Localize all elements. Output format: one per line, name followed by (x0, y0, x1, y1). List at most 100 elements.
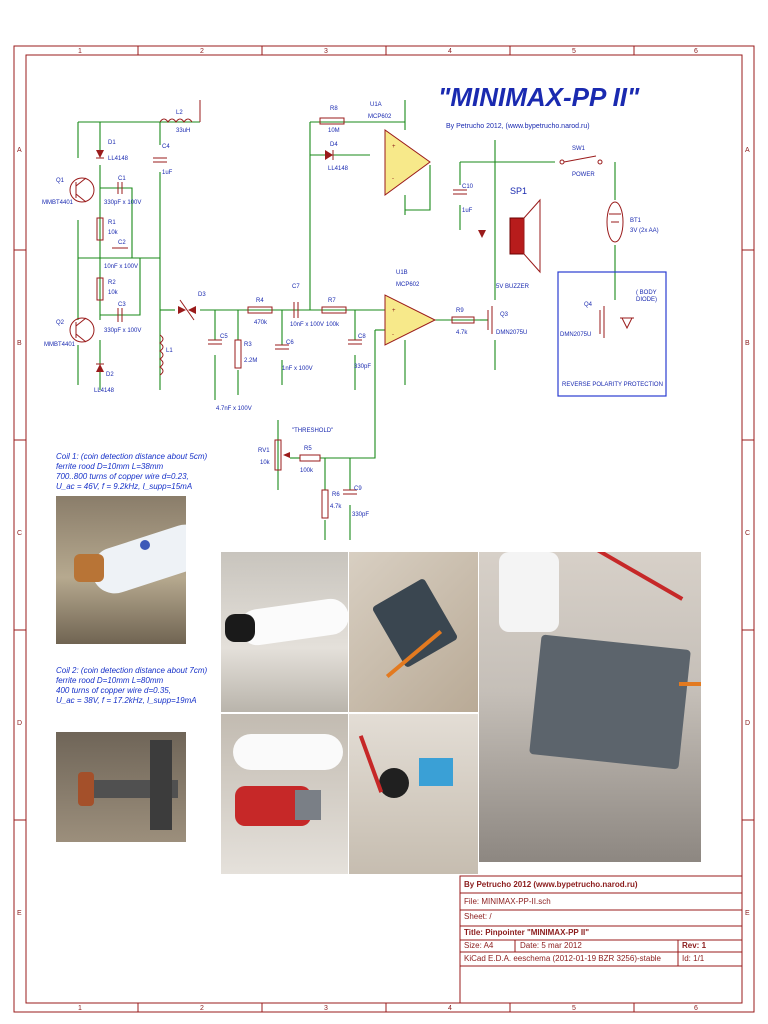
switch-sw1: SW1 POWER (559, 146, 603, 178)
svg-text:2: 2 (200, 1005, 204, 1012)
mosfet-q3: Q3 DMN2075U (487, 306, 527, 336)
oscillator-wiring (77, 121, 290, 400)
border-numbers: 1 2 3 4 5 6 1 2 3 4 5 6 A B C D E A B C … (17, 48, 750, 1012)
svg-text:330pF x 100V: 330pF x 100V (104, 200, 141, 206)
svg-text:C: C (745, 530, 750, 537)
svg-text:1: 1 (78, 1005, 82, 1012)
svg-text:3V (2x AA): 3V (2x AA) (630, 228, 659, 234)
capacitor-c8: C8 330pF (348, 334, 371, 370)
svg-text:330pF x 100V: 330pF x 100V (104, 328, 141, 334)
photo-pen-closed (221, 552, 348, 712)
svg-text:10nF x 100V: 10nF x 100V (104, 264, 138, 270)
capacitor-c4: C4 1uF (153, 144, 173, 176)
svg-text:MMBT4401: MMBT4401 (42, 200, 74, 206)
inductor-l2: L2 33uH (159, 100, 201, 134)
svg-text:6: 6 (694, 1005, 698, 1012)
titleblock-id: Id: 1/1 (682, 954, 705, 963)
opamp-u1b: + - U1B MCP602 (384, 270, 437, 346)
opamp-u1a: + - U1A MCP602 (368, 102, 431, 196)
schematic-title: "MINIMAX-PP II" (438, 82, 640, 112)
photo-board-large (479, 552, 701, 862)
svg-text:E: E (745, 910, 750, 917)
svg-text:MCP602: MCP602 (368, 114, 392, 120)
svg-text:4: 4 (448, 1005, 452, 1012)
svg-text:U1B: U1B (396, 270, 408, 276)
svg-text:C: C (17, 530, 22, 537)
svg-text:R1: R1 (108, 220, 116, 226)
svg-text:-: - (392, 332, 394, 338)
svg-text:+: + (392, 144, 396, 150)
svg-text:C7: C7 (292, 284, 300, 290)
svg-text:1: 1 (78, 48, 82, 55)
svg-text:R7: R7 (328, 298, 336, 304)
svg-text:C5: C5 (220, 334, 228, 340)
svg-text:470k: 470k (254, 320, 268, 326)
transistor-q1: Q1 MMBT4401 (42, 177, 95, 206)
capacitor-c5: C5 4.7nF x 100V (208, 334, 252, 412)
diode-d1: D1 LL4148 (96, 140, 129, 162)
coil1-note: Coil 1: (coin detection distance about 5… (56, 452, 208, 491)
svg-text:U1A: U1A (370, 102, 382, 108)
svg-text:1uF: 1uF (162, 170, 173, 176)
svg-text:C8: C8 (358, 334, 366, 340)
photo-pen-coil1 (56, 496, 186, 644)
titleblock-file: File: MINIMAX-PP-II.sch (464, 897, 551, 906)
svg-text:3: 3 (324, 48, 328, 55)
svg-text:5V BUZZER: 5V BUZZER (496, 284, 530, 290)
byline: By Petrucho 2012, (www.bypetrucho.narod.… (446, 123, 590, 130)
svg-text:Q2: Q2 (56, 320, 65, 326)
svg-text:2.2M: 2.2M (244, 358, 257, 364)
svg-text:BT1: BT1 (630, 218, 642, 224)
svg-text:D: D (17, 720, 22, 727)
svg-text:R9: R9 (456, 308, 464, 314)
svg-text:SW1: SW1 (572, 146, 586, 152)
svg-text:RV1: RV1 (258, 448, 270, 454)
transistor-q2: Q2 MMBT4401 (44, 317, 95, 348)
reverse-polarity-label: REVERSE POLARITY PROTECTION (562, 382, 663, 388)
svg-text:330pF: 330pF (352, 512, 369, 518)
titleblock-sheet: Sheet: / (464, 912, 492, 921)
svg-text:4.7k: 4.7k (330, 504, 342, 510)
svg-text:10nF x 100V: 10nF x 100V (290, 322, 324, 328)
titleblock-author: By Petrucho 2012 (www.bypetrucho.narod.r… (464, 880, 638, 889)
svg-text:10M: 10M (328, 128, 340, 134)
photo-pen-open (221, 714, 348, 874)
capacitor-c2: C2 10nF x 100V (104, 240, 138, 270)
svg-text:1nF x 100V: 1nF x 100V (282, 366, 313, 372)
svg-text:100k: 100k (326, 322, 340, 328)
svg-text:C10: C10 (462, 184, 474, 190)
diode-d2: D2 LL4148 (94, 363, 115, 394)
border-ticks (14, 46, 754, 1012)
svg-text:R8: R8 (330, 106, 338, 112)
diode-d3: D3 (178, 292, 206, 321)
svg-text:C1: C1 (118, 176, 126, 182)
titleblock-kicad: KiCad E.D.A. eeschema (2012-01-19 BZR 32… (464, 954, 661, 963)
svg-text:D1: D1 (108, 140, 116, 146)
svg-text:-: - (392, 176, 394, 182)
svg-text:D4: D4 (330, 142, 338, 148)
resistor-r5: R5 100k (299, 446, 321, 474)
resistor-r3: R3 2.2M (234, 339, 257, 369)
potentiometer-rv1: RV1 10k (258, 439, 290, 471)
svg-text:+: + (392, 308, 396, 314)
svg-text:D2: D2 (106, 372, 114, 378)
svg-text:10k: 10k (260, 460, 271, 466)
inner-border (25, 54, 743, 1004)
titleblock-title: Title: Pinpointer "MINIMAX-PP II" (464, 928, 590, 937)
svg-text:C3: C3 (118, 302, 126, 308)
resistor-r8: R8 10M (319, 106, 345, 134)
resistor-r4: R4 470k (247, 298, 273, 326)
svg-text:C2: C2 (118, 240, 126, 246)
svg-text:R2: R2 (108, 280, 116, 286)
resistor-r2: R2 10k (96, 277, 119, 301)
resistor-r6: R6 4.7k (321, 489, 342, 519)
threshold-label: "THRESHOLD" (292, 428, 333, 434)
svg-text:2: 2 (200, 48, 204, 55)
outer-border (13, 45, 755, 1013)
coil2-note: Coil 2: (coin detection distance about 7… (56, 666, 208, 705)
comparator-wiring (277, 100, 480, 540)
svg-text:Q3: Q3 (500, 312, 509, 318)
